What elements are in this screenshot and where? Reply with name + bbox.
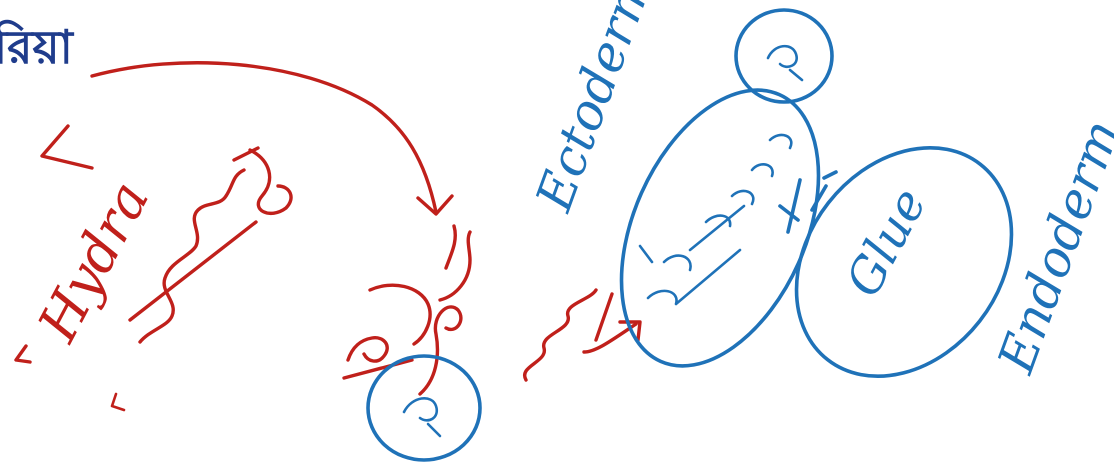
red-curved-arrow — [92, 63, 436, 212]
red-arrow-to-ectoderm — [584, 324, 636, 352]
blue-connector-line — [780, 172, 836, 220]
hydra-bullet — [16, 346, 30, 362]
red-bengali-word-2 — [344, 226, 470, 394]
blue-cell-circle-top — [736, 10, 832, 102]
hydra-label: Hydra — [25, 171, 161, 352]
endoderm-label: Endoderm — [986, 112, 1114, 381]
blue-bengali-in-cell — [648, 135, 791, 304]
endoderm-text: Endoderm — [986, 112, 1114, 381]
blue-cell-mark-bottom — [404, 398, 440, 436]
blue-bar-in-cell — [640, 246, 652, 262]
hydra-text: Hydra — [25, 171, 161, 352]
red-stroke-down — [596, 294, 612, 340]
red-check-mark — [42, 126, 92, 168]
glue-text: Glue — [835, 180, 938, 306]
blue-ectoderm-cell — [582, 60, 858, 397]
red-wave — [525, 290, 596, 380]
blue-cell-circle-bottom — [368, 356, 480, 460]
blue-cell-mark-top — [768, 46, 802, 80]
blue-connector-vertical — [788, 180, 800, 232]
glue-label: Glue — [835, 180, 938, 306]
red-bengali-word-1 — [112, 148, 291, 410]
